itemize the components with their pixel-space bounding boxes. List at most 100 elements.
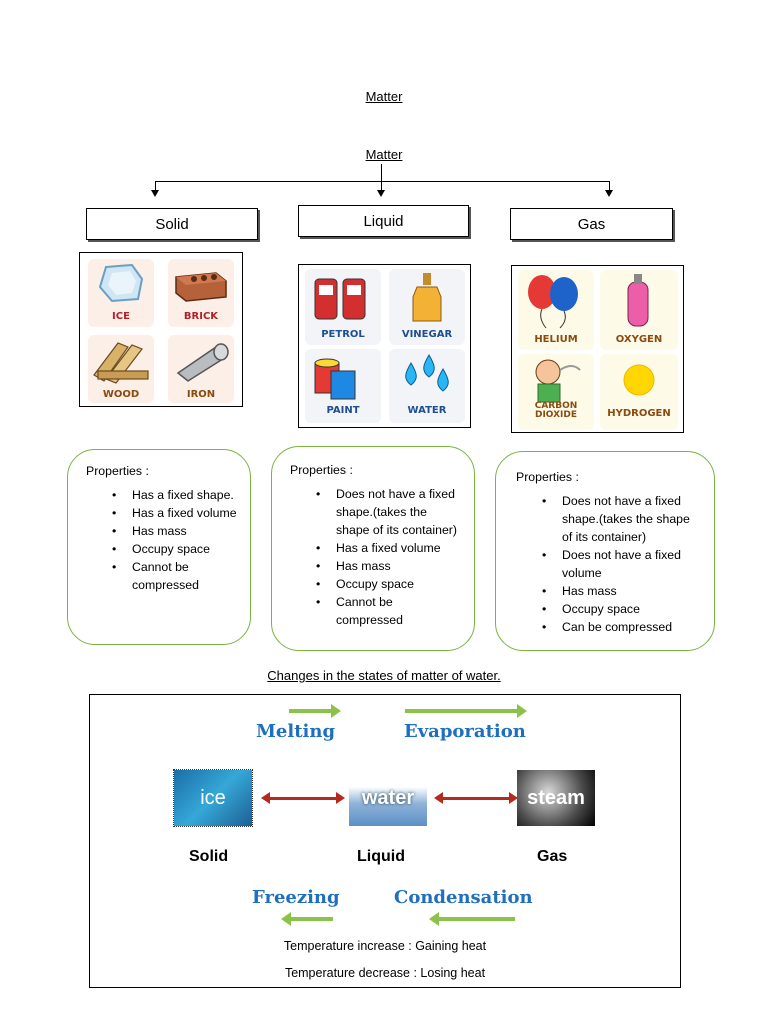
petrol-tile: PETROL: [305, 269, 381, 345]
example-label: ICE: [112, 311, 130, 322]
list-item: Has mass: [542, 582, 702, 600]
arrow-down-icon: [377, 190, 385, 197]
liquid-properties-clip: Does not have a fixed shape.(takes the s…: [290, 485, 462, 650]
solid-label: Solid: [189, 848, 229, 865]
double-arrow-icon: [434, 792, 518, 804]
list-item: Has mass: [316, 557, 462, 575]
list-item: Has a fixed shape.: [112, 486, 240, 504]
oxygen-tile: OXYGEN: [600, 270, 678, 350]
brick-tile: BRICK: [168, 259, 234, 327]
iron-tile: IRON: [168, 335, 234, 403]
list-item: Occupy space: [112, 540, 240, 558]
tree-branch-line: [155, 181, 610, 182]
condensation-label: Condensation: [394, 887, 533, 908]
example-label: PAINT: [326, 405, 360, 416]
solid-examples-image: ICE BRICK WOOD IRON: [79, 252, 243, 407]
changes-title: Changes in the states of matter of water…: [267, 668, 501, 683]
liquid-properties-box: Properties : Does not have a fixed shape…: [271, 446, 475, 651]
ice-photo-caption: ice: [200, 786, 226, 809]
double-arrow-icon: [261, 792, 345, 804]
arrow-down-icon: [151, 190, 159, 197]
list-item: Does not have a fixed volume: [542, 546, 702, 582]
tree-root-label: Matter: [365, 147, 403, 162]
ice-tile: ICE: [88, 259, 154, 327]
example-label: CARBON DIOXIDE: [534, 401, 578, 420]
tree-branch-left: [155, 181, 156, 190]
state-box-gas: Gas: [510, 208, 673, 240]
list-item: Does not have a fixed shape.(takes the s…: [542, 492, 702, 546]
list-item: Does not have a fixed shape.(takes the s…: [316, 485, 462, 539]
properties-heading: Properties :: [290, 463, 353, 477]
tree-stem: [381, 164, 382, 190]
water-photo-caption: water: [361, 786, 415, 809]
example-label: WATER: [407, 405, 447, 416]
green-arrow-right-icon: [289, 704, 341, 718]
list-item: Has mass: [112, 522, 240, 540]
state-box-solid: Solid: [86, 208, 258, 240]
brick-icon: [175, 272, 227, 302]
sun-icon: [623, 364, 655, 396]
list-item: Cannot be compressed: [112, 558, 240, 594]
iron-bar-icon: [176, 343, 229, 382]
list-item: Occupy space: [316, 575, 462, 593]
green-arrow-left-icon: [429, 912, 515, 926]
state-box-label: Liquid: [363, 212, 404, 230]
example-label: WOOD: [102, 389, 140, 400]
melting-label: Melting: [256, 721, 336, 742]
state-box-label: Solid: [155, 215, 189, 233]
gas-properties-box: Properties : Does not have a fixed shape…: [495, 451, 715, 651]
balloons-icon: [528, 275, 578, 329]
gas-label: Gas: [537, 848, 568, 865]
paint-cans-icon: [314, 358, 356, 400]
list-item: Occupy space: [542, 600, 702, 618]
properties-heading: Properties :: [86, 464, 149, 478]
freezing-label: Freezing: [252, 887, 340, 908]
solid-properties-list: Has a fixed shape. Has a fixed volume Ha…: [86, 486, 240, 594]
gas-properties-list: Does not have a fixed shape.(takes the s…: [516, 492, 702, 636]
ice-photo: ice: [173, 769, 253, 827]
tree-branch-right: [609, 181, 610, 190]
steam-photo: steam: [517, 770, 595, 826]
list-item: Has a fixed volume: [316, 539, 462, 557]
gas-cylinder-icon: [627, 274, 649, 327]
gas-examples-image: HELIUM OXYGEN CARBON DIOXIDE HYDROGEN: [511, 265, 684, 433]
green-arrow-right-icon: [405, 704, 527, 718]
fuel-pump-icon: [314, 278, 366, 320]
arrow-down-icon: [605, 190, 613, 197]
evaporation-label: Evaporation: [404, 721, 526, 742]
wood-tile: WOOD: [88, 335, 154, 403]
steam-photo-caption: steam: [527, 786, 585, 809]
water-photo: water: [349, 770, 427, 826]
water-tile: WATER: [389, 349, 465, 423]
green-arrow-left-icon: [281, 912, 333, 926]
temperature-increase-text: Temperature increase : Gaining heat: [283, 939, 487, 953]
paint-tile: PAINT: [305, 349, 381, 423]
properties-heading: Properties :: [516, 470, 579, 484]
hydrogen-tile: HYDROGEN: [600, 354, 678, 430]
wood-planks-icon: [93, 342, 149, 384]
example-label: HYDROGEN: [607, 408, 671, 419]
liquid-properties-list: Does not have a fixed shape.(takes the s…: [290, 485, 462, 629]
state-box-label: Gas: [577, 215, 606, 233]
list-item: Cannot be compressed: [316, 593, 462, 629]
state-changes-diagram: Melting Evaporation ice water steam Soli…: [89, 694, 681, 988]
helium-tile: HELIUM: [518, 270, 594, 350]
example-label: OXYGEN: [615, 334, 663, 345]
example-label: IRON: [186, 389, 216, 400]
list-item: Can be compressed: [542, 618, 702, 636]
example-label: PETROL: [321, 329, 365, 340]
liquid-label: Liquid: [357, 848, 405, 865]
ice-cube-icon: [98, 263, 144, 303]
person-exhaling-icon: [535, 359, 581, 403]
example-label: VINEGAR: [401, 329, 453, 340]
temperature-decrease-text: Temperature decrease : Losing heat: [284, 966, 486, 980]
state-box-liquid: Liquid: [298, 205, 469, 237]
example-label: HELIUM: [534, 334, 578, 345]
example-label: BRICK: [183, 311, 219, 322]
bottle-icon: [412, 273, 442, 322]
carbon-dioxide-tile: CARBON DIOXIDE: [518, 354, 594, 430]
solid-properties-box: Properties : Has a fixed shape. Has a fi…: [67, 449, 251, 645]
liquid-examples-image: PETROL VINEGAR PAINT WATER: [298, 264, 471, 428]
water-drops-icon: [405, 354, 449, 392]
vinegar-tile: VINEGAR: [389, 269, 465, 345]
